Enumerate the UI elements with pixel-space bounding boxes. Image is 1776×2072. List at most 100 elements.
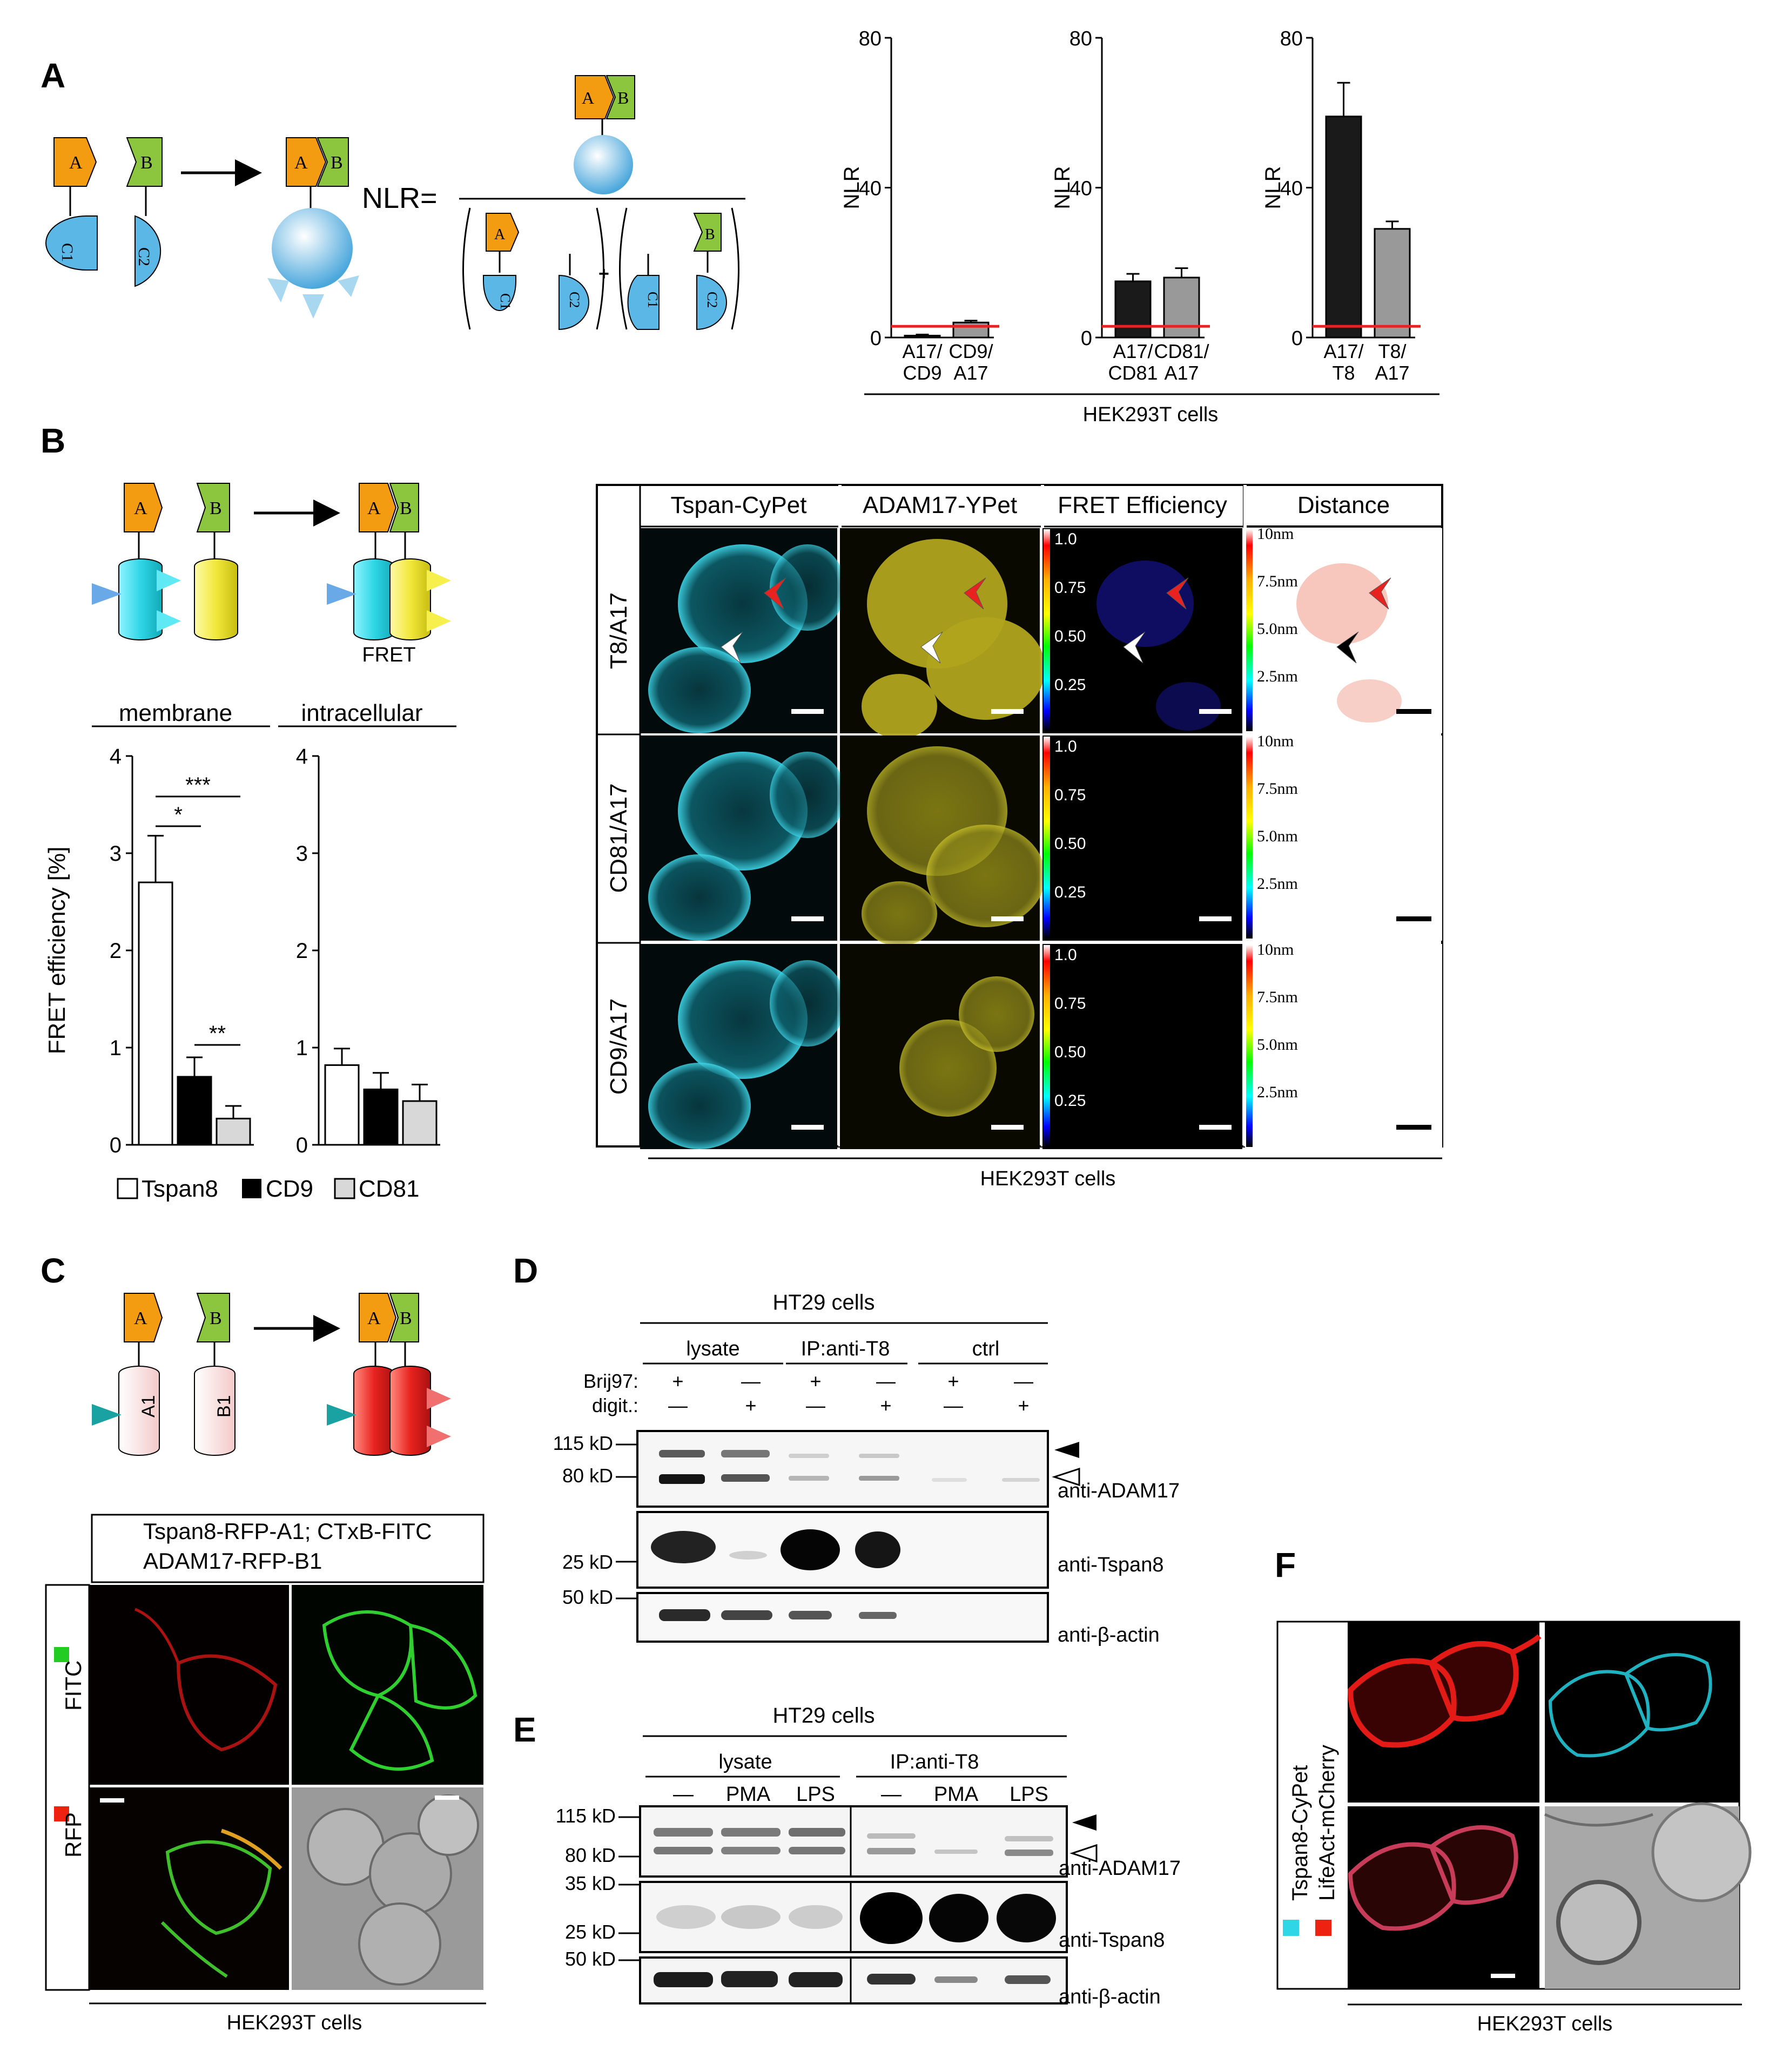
panel-a-cell-label: HEK293T cells <box>1083 403 1219 426</box>
svg-text:HT29 cells: HT29 cells <box>773 1291 875 1314</box>
svg-text:Tspan8-RFP-A1; CTxB-FITC: Tspan8-RFP-A1; CTxB-FITC <box>143 1518 432 1544</box>
arrowhead-icon <box>1369 577 1391 610</box>
fret-column-header: Distance <box>1297 492 1390 518</box>
nlr-category-label: CD9/ <box>948 340 993 362</box>
svg-text:C2: C2 <box>704 292 720 308</box>
nlr-category-label: CD9 <box>903 362 941 384</box>
scale-bar <box>791 1125 824 1130</box>
svg-text:Brij97:: Brij97: <box>583 1370 638 1392</box>
nlr-y-label: NLR <box>1051 166 1074 209</box>
fret-bar <box>138 881 173 1146</box>
svg-text:anti-β-actin: anti-β-actin <box>1059 1986 1161 2008</box>
fret-chart-title: intracellular <box>301 700 423 726</box>
fret-colorbar <box>1044 945 1050 1147</box>
svg-text:A1: A1 <box>138 1395 159 1418</box>
scale-bar <box>1199 1125 1232 1130</box>
nlr-y-tick-label: 40 <box>1280 178 1303 200</box>
svg-text:50 kD: 50 kD <box>565 1948 616 1970</box>
distance-colorbar-label: 7.5nm <box>1257 988 1298 1006</box>
svg-text:anti-Tspan8: anti-Tspan8 <box>1058 1554 1163 1576</box>
fret-y-tick-label: 3 <box>110 842 122 866</box>
svg-text:CD9: CD9 <box>266 1176 313 1202</box>
svg-text:anti-Tspan8: anti-Tspan8 <box>1059 1929 1165 1952</box>
nlr-category-label: A17 <box>1164 362 1199 384</box>
nlr-category-label: T8 <box>1332 362 1355 384</box>
colocalization-image-panel: Tspan8-CyPet LifeAct-mCherry <box>1276 1621 1752 1990</box>
fret-row-label: CD81/A17 <box>606 783 632 893</box>
nlr-category-label: CD81/ <box>1154 340 1209 362</box>
nlr-y-tick-label: 40 <box>1069 178 1092 200</box>
distance-colorbar-label: 2.5nm <box>1257 875 1298 893</box>
nlr-y-tick-label: 0 <box>870 327 882 350</box>
distance-colorbar-label: 7.5nm <box>1257 780 1298 798</box>
svg-text:Tspan8: Tspan8 <box>142 1176 218 1202</box>
distance-colorbar-label: 5.0nm <box>1257 827 1298 845</box>
nlr-bar <box>1325 116 1362 339</box>
svg-text:B: B <box>705 226 715 243</box>
svg-text:25 kD: 25 kD <box>562 1551 613 1573</box>
svg-text:A: A <box>134 1308 147 1328</box>
arrowhead-icon <box>764 577 786 610</box>
fret-bar <box>363 1088 399 1146</box>
distance-colorbar-label: 2.5nm <box>1257 667 1298 685</box>
fret-colorbar-label: 0.25 <box>1054 883 1086 901</box>
svg-text:CD81: CD81 <box>359 1176 420 1202</box>
distance-colorbar <box>1246 529 1253 731</box>
svg-text:B: B <box>140 153 153 173</box>
scale-bar <box>1396 709 1431 714</box>
svg-text:50 kD: 50 kD <box>562 1586 613 1608</box>
nlr-category-label: A17/ <box>902 340 942 362</box>
svg-text:ADAM17-RFP-B1: ADAM17-RFP-B1 <box>143 1548 322 1574</box>
svg-text:A: A <box>494 226 506 243</box>
nlr-category-label: A17/ <box>1113 340 1153 362</box>
panel-f-cell-label: HEK293T cells <box>1477 2013 1613 2035</box>
svg-text:115 kD: 115 kD <box>556 1805 616 1827</box>
brij-lane-mark: + <box>947 1370 959 1392</box>
svg-text:B: B <box>617 88 629 107</box>
svg-text:C1: C1 <box>497 293 513 309</box>
distance-image <box>1245 735 1442 941</box>
fret-bar <box>177 1076 212 1146</box>
nlr-y-tick-label: 80 <box>1069 28 1092 50</box>
scale-bar <box>1396 1125 1431 1130</box>
panel-label-e: E <box>513 1710 536 1749</box>
fret-y-tick-label: 0 <box>110 1133 122 1157</box>
fret-colorbar-label: 1.0 <box>1054 738 1077 755</box>
significance-label: ** <box>209 1022 226 1045</box>
distance-colorbar-label: 10nm <box>1257 941 1294 959</box>
fret-bar <box>216 1117 251 1146</box>
fret-column-header: FRET Efficiency <box>1058 492 1227 518</box>
treatment-lane-label: PMA <box>726 1783 771 1806</box>
arrowhead-icon <box>920 631 943 664</box>
digit-lane-mark: — <box>668 1394 688 1416</box>
bifc-image-panel: Tspan8-RFP-A1; CTxB-FITC ADAM17-RFP-B1 F… <box>45 1514 485 1991</box>
nlr-bar <box>904 335 941 339</box>
distance-colorbar-label: 10nm <box>1257 732 1294 750</box>
fret-colorbar-label: 0.50 <box>1054 627 1086 645</box>
arrowhead-icon <box>1336 631 1359 664</box>
fret-chart-title: membrane <box>119 700 232 726</box>
svg-text:A: A <box>134 498 147 518</box>
fret-y-tick-label: 3 <box>296 842 308 866</box>
svg-text:HT29 cells: HT29 cells <box>773 1704 875 1727</box>
fret-bar <box>324 1064 360 1146</box>
panel-label-c: C <box>41 1251 65 1290</box>
panel-label-a: A <box>41 56 65 95</box>
svg-text:C2: C2 <box>567 292 582 308</box>
svg-text:25 kD: 25 kD <box>565 1921 616 1943</box>
treatment-lane-label: LPS <box>796 1783 835 1806</box>
fret-y-tick-label: 2 <box>110 939 122 963</box>
panel-label-d: D <box>513 1251 538 1290</box>
treatment-lane-label: PMA <box>934 1783 979 1806</box>
treatment-lane-label: — <box>673 1783 694 1806</box>
svg-text:IP:anti-T8: IP:anti-T8 <box>801 1338 890 1360</box>
significance-label: *** <box>185 773 211 797</box>
fret-colorbar-label: 1.0 <box>1054 946 1077 964</box>
panel-c-cell-label: HEK293T cells <box>227 2012 362 2034</box>
nlr-bar <box>1163 276 1200 339</box>
scale-bar <box>791 916 824 921</box>
nlr-bar <box>1114 280 1152 339</box>
fret-diagram: A B A B FRET <box>92 483 451 666</box>
fret-colorbar-label: 0.75 <box>1054 579 1086 597</box>
